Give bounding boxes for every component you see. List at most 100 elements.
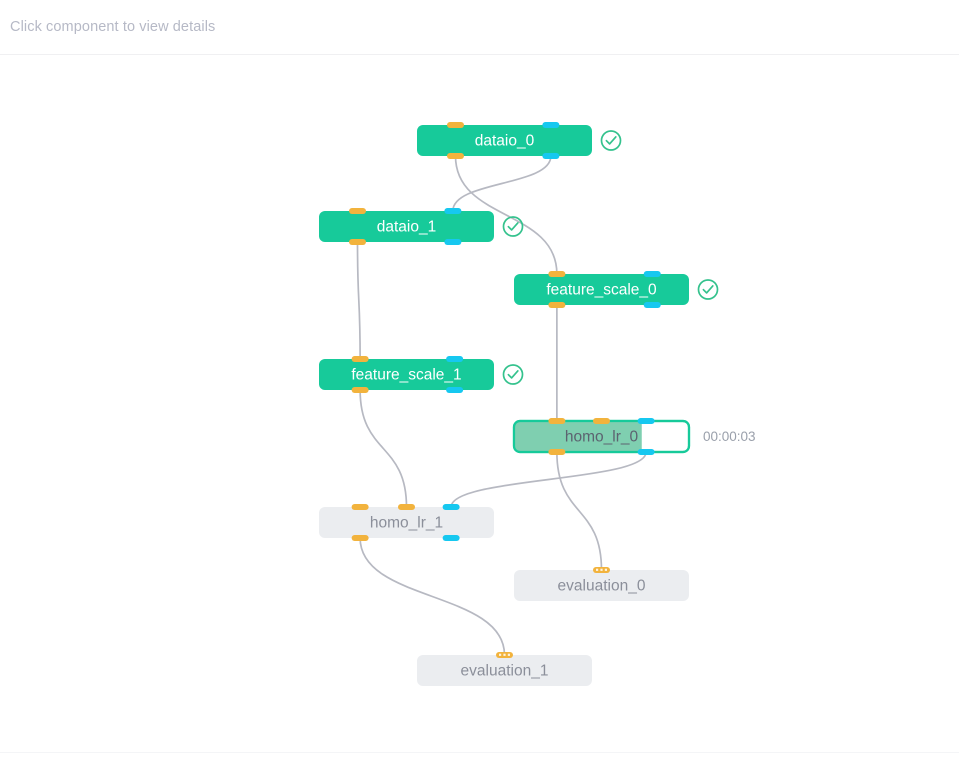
port-pill[interactable] <box>446 387 464 393</box>
port-pill[interactable] <box>444 208 462 214</box>
node-label: dataio_0 <box>475 133 535 150</box>
check-mark <box>702 285 714 294</box>
check-circle-icon <box>502 216 524 237</box>
dag-node-feature_scale_1[interactable]: feature_scale_1 <box>319 356 524 393</box>
check-circle-ring <box>600 130 622 151</box>
dag-edge <box>556 451 603 571</box>
check-circle-ring <box>502 216 524 237</box>
node-port-input[interactable] <box>349 208 366 214</box>
node-port-output[interactable] <box>442 504 460 510</box>
node-port-output[interactable] <box>643 302 661 308</box>
check-circle-ring <box>697 279 719 300</box>
node-port-input[interactable] <box>349 239 366 245</box>
node-label: evaluation_0 <box>558 578 646 595</box>
check-mark <box>507 222 519 231</box>
node-body <box>514 274 689 305</box>
node-port-input[interactable] <box>548 302 566 308</box>
hint-text: Click component to view details <box>10 19 216 35</box>
dag-node-dataio_0[interactable]: dataio_0 <box>417 122 622 159</box>
port-pill[interactable] <box>351 387 369 393</box>
port-pill[interactable] <box>446 356 464 362</box>
port-pill[interactable] <box>351 504 369 510</box>
node-body <box>319 507 494 538</box>
port-pill[interactable] <box>351 356 369 362</box>
check-circle-icon <box>600 130 622 151</box>
dag-node-homo_lr_1[interactable]: homo_lr_1 <box>319 504 494 541</box>
port-notch <box>596 568 599 571</box>
node-progress-fill <box>514 421 642 452</box>
node-label: homo_lr_0 <box>565 429 639 446</box>
node-port-output[interactable] <box>442 535 460 541</box>
node-port-input[interactable] <box>447 122 464 128</box>
dag-edge <box>359 389 408 508</box>
node-port-output[interactable] <box>637 418 655 424</box>
dag-node-feature_scale_0[interactable]: feature_scale_0 <box>514 271 719 308</box>
port-pill[interactable] <box>542 122 560 128</box>
node-port-output[interactable] <box>542 122 560 128</box>
port-pill[interactable] <box>442 535 460 541</box>
node-port-input[interactable] <box>593 418 610 424</box>
node-port-input[interactable] <box>351 387 369 393</box>
check-circle-icon <box>697 279 719 300</box>
node-port-multi[interactable] <box>496 652 513 658</box>
port-notch <box>604 568 607 571</box>
port-pill[interactable] <box>398 504 415 510</box>
port-pill[interactable] <box>593 418 610 424</box>
node-port-output[interactable] <box>637 449 655 455</box>
port-pill[interactable] <box>349 208 366 214</box>
node-label: feature_scale_1 <box>351 367 461 384</box>
port-pill[interactable] <box>542 153 560 159</box>
node-body <box>514 570 689 601</box>
port-pill[interactable] <box>548 302 566 308</box>
node-port-output[interactable] <box>446 356 464 362</box>
node-port-output[interactable] <box>542 153 560 159</box>
dag-edge <box>356 241 361 360</box>
footer-divider <box>0 752 959 753</box>
dag-edge <box>359 537 506 656</box>
node-label: feature_scale_0 <box>546 282 657 299</box>
node-port-input[interactable] <box>351 356 369 362</box>
port-pill[interactable] <box>637 418 655 424</box>
port-pill[interactable] <box>548 271 566 277</box>
node-port-output[interactable] <box>446 387 464 393</box>
port-pill[interactable] <box>637 449 655 455</box>
edge-layer <box>356 155 647 656</box>
node-label: dataio_1 <box>377 219 436 236</box>
dag-node-dataio_1[interactable]: dataio_1 <box>319 208 524 245</box>
node-port-output[interactable] <box>643 271 661 277</box>
port-pill[interactable] <box>447 153 464 159</box>
node-port-input[interactable] <box>548 449 566 455</box>
dag-canvas[interactable]: dataio_0 dataio_1 feature_scale_0 feature_s… <box>0 55 959 752</box>
check-circle-icon <box>502 364 524 385</box>
node-port-input[interactable] <box>548 271 566 277</box>
port-pill[interactable] <box>643 271 661 277</box>
node-port-output[interactable] <box>444 239 462 245</box>
dag-node-evaluation_1[interactable]: evaluation_1 <box>417 652 592 686</box>
port-pill[interactable] <box>548 449 566 455</box>
node-port-input[interactable] <box>398 504 415 510</box>
node-port-input[interactable] <box>351 504 369 510</box>
port-pill[interactable] <box>442 504 460 510</box>
node-body <box>319 359 494 390</box>
node-label: evaluation_1 <box>461 663 549 680</box>
node-label: homo_lr_1 <box>370 515 443 532</box>
port-pill[interactable] <box>444 239 462 245</box>
node-port-input[interactable] <box>351 535 369 541</box>
node-port-input[interactable] <box>548 418 566 424</box>
port-pill[interactable] <box>447 122 464 128</box>
node-port-output[interactable] <box>444 208 462 214</box>
node-body <box>417 655 592 686</box>
port-pill[interactable] <box>548 418 566 424</box>
port-pill[interactable] <box>349 239 366 245</box>
port-pill[interactable] <box>351 535 369 541</box>
node-port-multi[interactable] <box>593 567 610 573</box>
node-body <box>417 125 592 156</box>
dag-graph: dataio_0 dataio_1 feature_scale_0 feature_s… <box>319 122 756 686</box>
dag-edge <box>452 155 552 212</box>
port-notch <box>499 653 502 656</box>
check-mark <box>605 136 617 145</box>
port-pill[interactable] <box>643 302 661 308</box>
node-port-input[interactable] <box>447 153 464 159</box>
dag-node-evaluation_0[interactable]: evaluation_0 <box>514 567 689 601</box>
